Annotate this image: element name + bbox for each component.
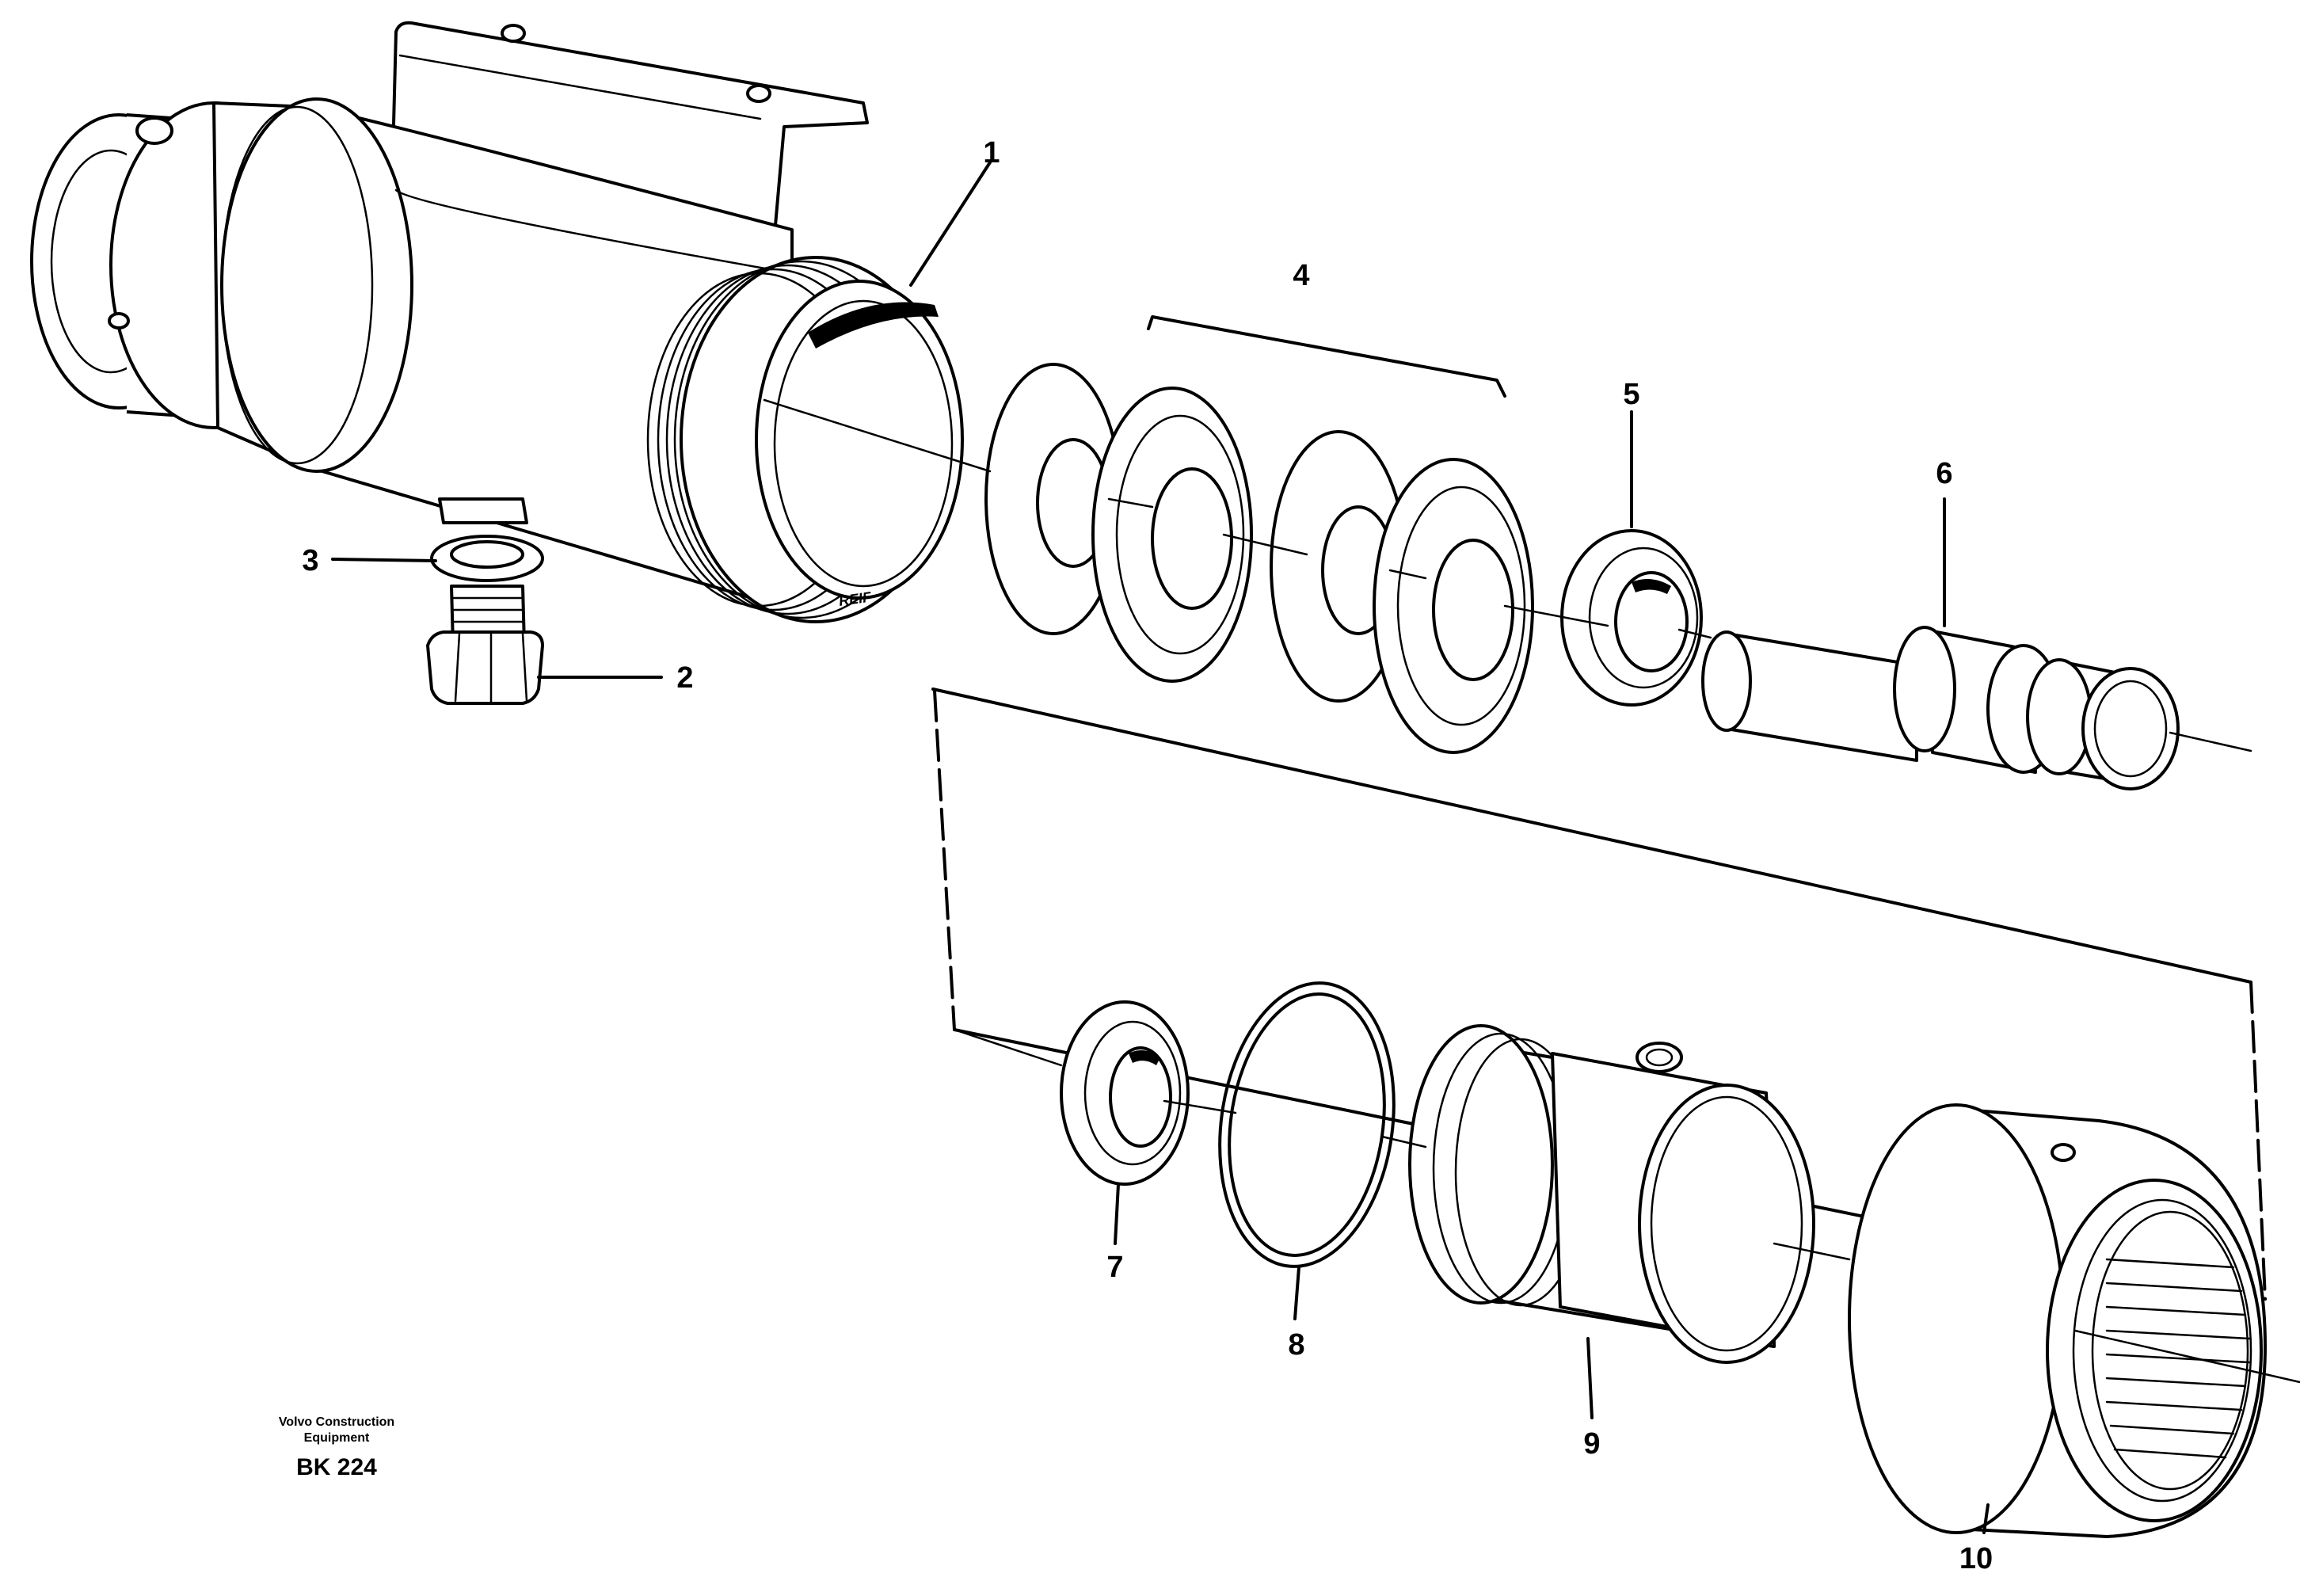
part-labels: 1 2 3 4 5 6 7 8 9 10 (302, 136, 1993, 1575)
part-9-guide (1408, 1024, 1815, 1364)
part-label-5: 5 (1623, 378, 1639, 411)
part-label-3: 3 (302, 544, 318, 577)
part-4-seal-kit (984, 315, 1534, 754)
part-1-cylinder-barrel: REIF (30, 21, 964, 623)
part-3-washer (430, 497, 544, 582)
part-label-9: 9 (1583, 1427, 1600, 1461)
footer-caption: Volvo Construction Equipment BK 224 (279, 1415, 394, 1480)
leader-lines (331, 161, 1990, 1534)
part-10-nut (1848, 1103, 2267, 1538)
part-label-6: 6 (1936, 457, 1952, 490)
part-8-o-ring (1218, 981, 1396, 1268)
part-5-seal-ring (1560, 529, 1703, 707)
part-label-2: 2 (676, 661, 693, 695)
diagram-code: BK 224 (296, 1454, 377, 1480)
part-label-4: 4 (1293, 259, 1309, 292)
center-axis-lines (763, 398, 2300, 1384)
part-label-1: 1 (983, 136, 1000, 170)
part-6-piston-rod-end (1701, 626, 2180, 790)
maker-line-1: Volvo Construction (279, 1415, 394, 1429)
part-label-8: 8 (1288, 1328, 1304, 1362)
part-2-plug (426, 585, 544, 705)
part-7-seal-ring (1060, 1000, 1190, 1186)
maker-line-2: Equipment (304, 1431, 370, 1445)
part-label-10: 10 (1959, 1542, 1993, 1575)
part-label-7: 7 (1106, 1251, 1123, 1284)
